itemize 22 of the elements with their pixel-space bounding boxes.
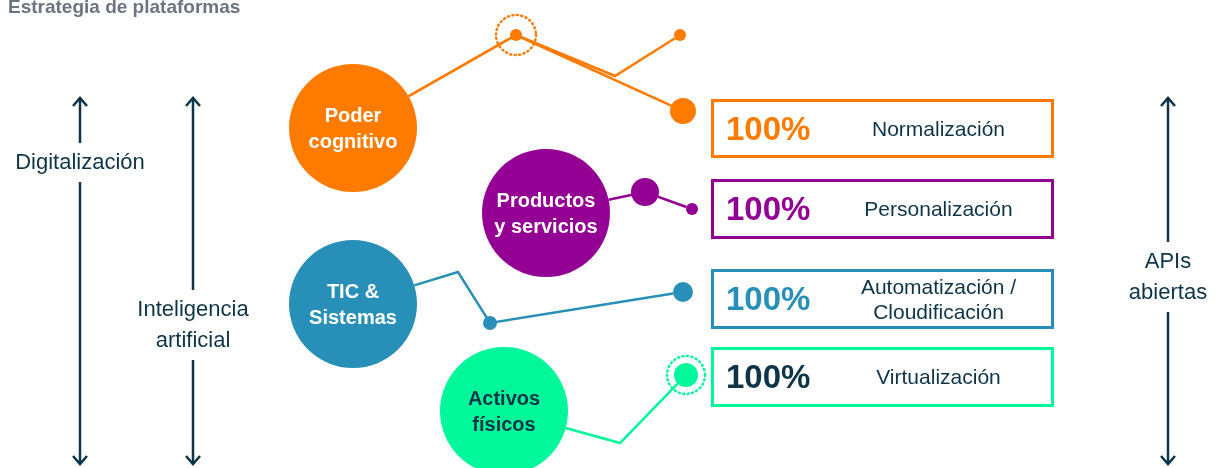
result-label: Personalización: [863, 196, 1014, 222]
result-label: Automatización / Cloudificación: [859, 273, 1018, 325]
result-box: [711, 269, 1054, 329]
diagram-title: Estrategia de plataformas: [8, 0, 241, 18]
end-dot: [670, 98, 696, 124]
circle-label: TIC & Sistemas: [308, 279, 398, 330]
result-box: [711, 347, 1054, 407]
end-dot: [673, 282, 693, 302]
circle-label: Poder cognitivo: [307, 103, 399, 154]
end-dot: [674, 29, 686, 41]
result-box: [711, 179, 1054, 239]
percentage-value: 100%: [726, 190, 811, 228]
end-dot: [674, 363, 698, 387]
result-label: Virtualización: [875, 364, 1002, 390]
percentage-value: 100%: [726, 358, 811, 396]
result-box: [711, 99, 1054, 158]
circle-label: Productos y servicios: [493, 188, 599, 239]
percentage-value: 100%: [726, 280, 811, 318]
result-label: Normalización: [870, 115, 1006, 142]
circle-label: Activos físicos: [466, 386, 542, 437]
end-dot: [686, 203, 698, 215]
percentage-value: 100%: [726, 109, 811, 148]
